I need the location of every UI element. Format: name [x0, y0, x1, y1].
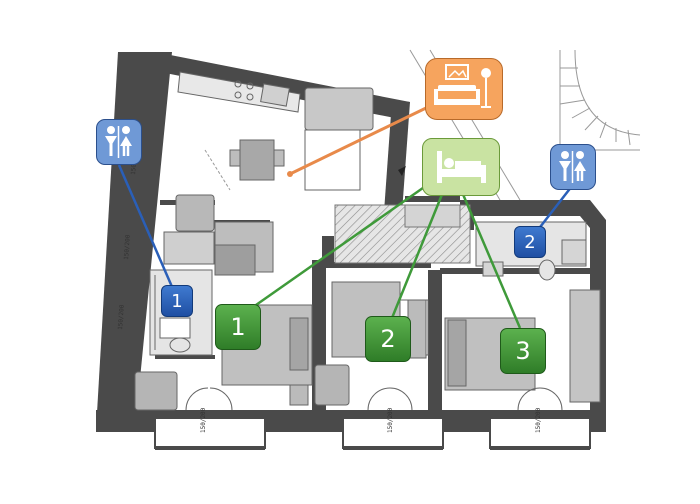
bedrooms-tile[interactable]	[422, 138, 500, 196]
window-label: 150/200	[123, 234, 132, 260]
window-label: 150/200	[387, 407, 394, 433]
bedroom-3-badge[interactable]: 3	[500, 328, 546, 374]
wc-2-tile[interactable]	[550, 144, 596, 190]
wc-person-icon	[559, 151, 586, 183]
window-label: 150/200	[535, 407, 542, 433]
kitchen-counter	[177, 71, 301, 113]
window-label: 150/200	[200, 407, 207, 433]
bathroom-1-fixtures	[149, 269, 213, 356]
living-furniture	[163, 87, 374, 276]
bed-icon	[437, 151, 486, 183]
bedroom-2-badge[interactable]: 2	[365, 316, 411, 362]
living-room-tile[interactable]	[425, 58, 503, 120]
wc-1-tile[interactable]	[96, 119, 142, 165]
bathroom-2-badge[interactable]: 2	[514, 226, 546, 258]
window-label: 150/200	[117, 304, 126, 330]
bathroom-1-badge[interactable]: 1	[161, 285, 193, 317]
wc-person-icon	[105, 126, 132, 158]
bedroom-1-badge[interactable]: 1	[215, 304, 261, 350]
sofa-lamp-icon	[434, 64, 491, 108]
window-sills	[154, 417, 591, 450]
bedroom-1-furniture	[134, 304, 313, 411]
